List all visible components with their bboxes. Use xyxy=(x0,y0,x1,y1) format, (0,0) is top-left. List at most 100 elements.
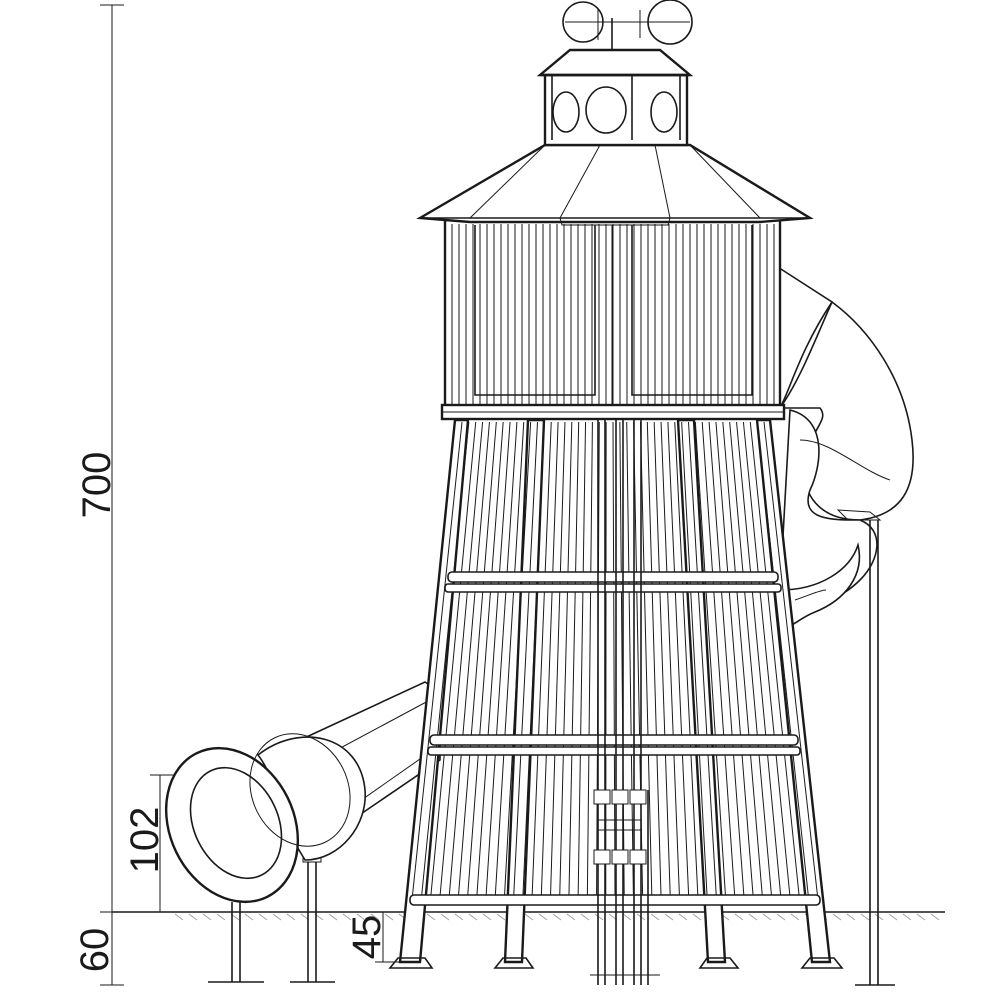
line-segment xyxy=(244,913,254,921)
line-segment xyxy=(688,421,717,901)
line-segment xyxy=(692,913,702,921)
line-segment xyxy=(482,913,492,921)
line-segment xyxy=(664,913,674,921)
lantern-room xyxy=(440,218,786,421)
line-segment xyxy=(660,421,681,901)
line-segment xyxy=(540,421,559,901)
line-segment xyxy=(522,421,545,901)
line-segment xyxy=(494,421,525,901)
line-segment xyxy=(626,421,634,901)
line-segment xyxy=(342,913,352,921)
line-segment xyxy=(930,913,940,921)
interior-ladder xyxy=(590,420,660,985)
line-segment xyxy=(888,913,898,921)
line-segment xyxy=(748,913,758,921)
line-segment xyxy=(566,913,576,921)
line-segment xyxy=(411,421,463,901)
tower-legs xyxy=(388,418,844,969)
line-segment xyxy=(524,913,534,921)
line-segment xyxy=(286,913,296,921)
cabin-slats xyxy=(451,224,775,404)
line-segment xyxy=(568,421,580,901)
line-segment xyxy=(722,421,764,901)
dimension-label-700: 700 xyxy=(75,452,119,519)
line-segment xyxy=(549,421,566,901)
line-segment xyxy=(216,913,226,921)
line-segment xyxy=(513,421,538,901)
line-segment xyxy=(577,421,587,901)
line-segment xyxy=(531,421,552,901)
line-segment xyxy=(202,913,212,921)
dimension-label-102: 102 xyxy=(123,807,167,874)
line-segment xyxy=(776,913,786,921)
line-segment xyxy=(594,913,604,921)
tube-slide xyxy=(164,681,441,983)
line-segment xyxy=(832,913,842,921)
line-segment xyxy=(749,421,801,901)
line-segment xyxy=(653,421,671,901)
line-segment xyxy=(439,421,484,901)
lamp-room xyxy=(536,0,694,147)
line-segment xyxy=(420,421,470,901)
cage-rings xyxy=(409,571,821,906)
line-segment xyxy=(736,421,782,901)
line-segment xyxy=(448,421,490,901)
line-segment xyxy=(272,913,282,921)
line-segment xyxy=(742,421,791,901)
line-segment xyxy=(485,421,518,901)
line-segment xyxy=(874,913,884,921)
line-segment xyxy=(639,421,653,901)
line-segment xyxy=(476,421,511,901)
line-segment xyxy=(708,421,745,901)
dimension-lines xyxy=(100,4,400,986)
line-segment xyxy=(678,913,688,921)
line-segment xyxy=(646,421,662,901)
dimension-label-45: 45 xyxy=(345,915,389,960)
line-segment xyxy=(674,421,699,901)
line-segment xyxy=(454,913,464,921)
line-segment xyxy=(466,421,504,901)
line-segment xyxy=(622,913,632,921)
line-segment xyxy=(681,421,708,901)
line-segment xyxy=(384,913,394,921)
line-segment xyxy=(790,913,800,921)
line-segment xyxy=(457,421,497,901)
line-segment xyxy=(701,421,736,901)
line-segment xyxy=(503,421,532,901)
line-segment xyxy=(429,421,477,901)
dimension-label-60: 60 xyxy=(73,928,117,973)
line-segment xyxy=(650,913,660,921)
cage-bars xyxy=(411,421,819,901)
line-segment xyxy=(916,913,926,921)
line-segment xyxy=(667,421,690,901)
line-segment xyxy=(762,913,772,921)
line-segment xyxy=(586,421,593,901)
line-segment xyxy=(426,913,436,921)
line-segment xyxy=(496,913,506,921)
line-segment xyxy=(694,421,727,901)
line-segment xyxy=(729,421,773,901)
line-segment xyxy=(612,421,616,901)
line-segment xyxy=(188,913,198,921)
line-segment xyxy=(580,913,590,921)
line-segment xyxy=(370,913,380,921)
line-segment xyxy=(846,913,856,921)
line-segment xyxy=(902,913,912,921)
spiral-slide xyxy=(769,260,914,986)
roof xyxy=(416,143,814,226)
line-segment xyxy=(715,421,754,901)
line-segment xyxy=(734,913,744,921)
line-segment xyxy=(440,913,450,921)
line-segment xyxy=(552,913,562,921)
line-segment xyxy=(258,913,268,921)
line-segment xyxy=(174,913,184,921)
ground-hatch xyxy=(174,913,940,921)
line-segment xyxy=(559,421,573,901)
line-segment xyxy=(328,913,338,921)
line-segment xyxy=(756,421,810,901)
line-segment xyxy=(538,913,548,921)
line-segment xyxy=(763,421,819,901)
line-segment xyxy=(860,913,870,921)
line-segment xyxy=(468,913,478,921)
